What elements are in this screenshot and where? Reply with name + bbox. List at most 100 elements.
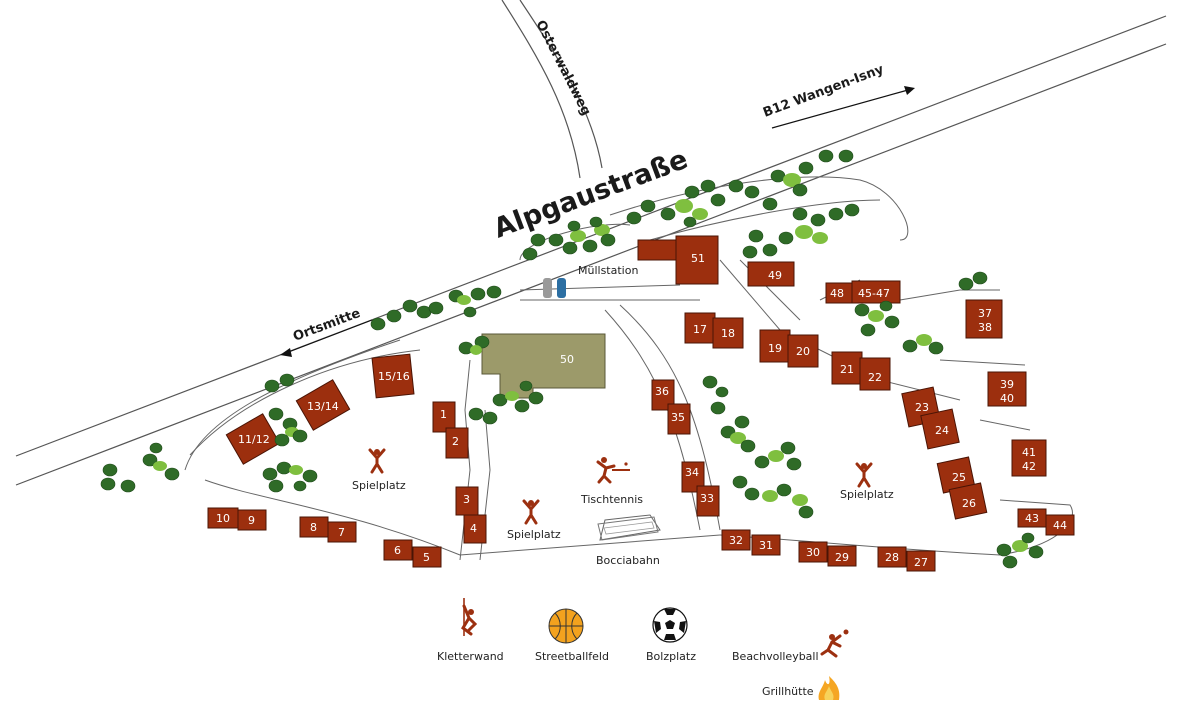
building-48[interactable]: 48 xyxy=(825,282,853,304)
tree-cluster-icon xyxy=(702,375,814,519)
tree-cluster-icon xyxy=(626,149,854,228)
building-11-12[interactable]: 11/12 xyxy=(225,413,281,465)
legend-kletterwand: Kletterwand xyxy=(437,650,504,663)
svg-text:45-47: 45-47 xyxy=(858,287,890,300)
tree-cluster-icon xyxy=(370,285,502,331)
svg-text:36: 36 xyxy=(655,385,669,398)
svg-text:40: 40 xyxy=(1000,392,1014,405)
building-2[interactable]: 2 xyxy=(445,427,469,459)
building-9[interactable]: 9 xyxy=(237,509,267,531)
building-39-40[interactable]: 39 40 xyxy=(987,371,1027,407)
tree-cluster-icon xyxy=(264,373,295,393)
building-51[interactable]: 51 xyxy=(637,235,719,285)
building-15-16[interactable]: 15/16 xyxy=(371,353,415,399)
tree-cluster-icon xyxy=(268,407,308,447)
svg-text:39: 39 xyxy=(1000,378,1014,391)
osterwaldweg-label: Osterwaldweg xyxy=(532,18,593,118)
tree-cluster-icon xyxy=(100,442,180,493)
building-8[interactable]: 8 xyxy=(299,516,329,538)
playground-icon xyxy=(855,462,873,488)
building-27[interactable]: 27 xyxy=(906,550,936,572)
legend-bolzplatz: Bolzplatz xyxy=(646,650,696,663)
building-45-47[interactable]: 45-47 xyxy=(851,280,901,304)
tree-cluster-icon xyxy=(458,335,490,355)
houses: 51 49 48 45-47 37 38 39 40 xyxy=(207,235,1075,572)
building-30[interactable]: 30 xyxy=(798,541,828,563)
boccia-court xyxy=(597,516,659,541)
building-29[interactable]: 29 xyxy=(827,545,857,567)
svg-text:4: 4 xyxy=(470,522,477,535)
svg-text:6: 6 xyxy=(394,544,401,557)
svg-text:35: 35 xyxy=(671,411,685,424)
building-41-42[interactable]: 41 42 xyxy=(1011,439,1047,477)
muellstation-label: Müllstation xyxy=(578,264,638,277)
building-33[interactable]: 33 xyxy=(696,485,720,517)
tree-cluster-icon xyxy=(262,461,318,493)
b12-direction-label: B12 Wangen-Isny xyxy=(761,62,886,121)
alpgaustrasse-road xyxy=(15,15,1167,486)
legend-grillhuette: Grillhütte xyxy=(762,685,814,698)
fire-icon xyxy=(818,676,840,700)
building-37-38[interactable]: 37 38 xyxy=(965,299,1003,339)
svg-text:29: 29 xyxy=(835,551,849,564)
building-20[interactable]: 20 xyxy=(787,334,819,368)
building-50[interactable]: 50 xyxy=(481,333,606,399)
svg-text:2: 2 xyxy=(452,435,459,448)
svg-text:34: 34 xyxy=(685,466,699,479)
building-21[interactable]: 21 xyxy=(831,351,863,385)
bocciabahn-label: Bocciabahn xyxy=(596,554,660,567)
building-3[interactable]: 3 xyxy=(455,486,479,516)
legend: Kletterwand Streetballfeld Bolzplatz Bea… xyxy=(437,598,849,700)
svg-text:20: 20 xyxy=(796,345,810,358)
building-13-14[interactable]: 13/14 xyxy=(295,379,351,431)
svg-text:9: 9 xyxy=(248,514,255,527)
building-19[interactable]: 19 xyxy=(759,329,791,363)
svg-text:33: 33 xyxy=(700,492,714,505)
building-22[interactable]: 22 xyxy=(859,357,891,391)
building-49[interactable]: 49 xyxy=(747,261,795,287)
soccer-ball-icon xyxy=(652,607,688,643)
svg-text:42: 42 xyxy=(1022,460,1036,473)
svg-text:28: 28 xyxy=(885,551,899,564)
legend-streetball: Streetballfeld xyxy=(535,650,609,663)
playground-icon xyxy=(368,448,386,474)
building-43[interactable]: 43 xyxy=(1017,508,1047,528)
building-10[interactable]: 10 xyxy=(207,507,239,529)
building-34[interactable]: 34 xyxy=(681,461,705,493)
building-25[interactable]: 25 xyxy=(936,456,976,494)
building-1[interactable]: 1 xyxy=(432,401,456,433)
parked-cars-icon xyxy=(543,278,566,298)
building-28[interactable]: 28 xyxy=(877,546,907,568)
svg-text:37: 37 xyxy=(978,307,992,320)
svg-text:18: 18 xyxy=(721,327,735,340)
beachvolleyball-icon xyxy=(820,629,849,658)
building-4[interactable]: 4 xyxy=(463,514,487,544)
svg-text:49: 49 xyxy=(768,269,782,282)
building-6[interactable]: 6 xyxy=(383,539,413,561)
table-tennis-icon xyxy=(596,457,630,484)
tree-cluster-icon xyxy=(742,203,860,259)
svg-text:19: 19 xyxy=(768,342,782,355)
building-31[interactable]: 31 xyxy=(751,534,781,556)
svg-text:38: 38 xyxy=(978,321,992,334)
building-18[interactable]: 18 xyxy=(712,317,744,349)
ortsmitte-arrow-icon xyxy=(280,319,373,357)
building-44[interactable]: 44 xyxy=(1045,514,1075,536)
building-5[interactable]: 5 xyxy=(412,546,442,568)
building-26[interactable]: 26 xyxy=(948,482,988,520)
building-7[interactable]: 7 xyxy=(327,521,357,543)
svg-text:8: 8 xyxy=(310,521,317,534)
tree-cluster-icon xyxy=(902,334,944,355)
building-36[interactable]: 36 xyxy=(651,379,675,411)
osterwaldweg-road xyxy=(501,0,603,179)
building-17[interactable]: 17 xyxy=(684,312,716,344)
building-24[interactable]: 24 xyxy=(920,408,960,450)
svg-text:30: 30 xyxy=(806,546,820,559)
climbing-wall-icon xyxy=(461,598,478,636)
svg-text:11/12: 11/12 xyxy=(238,433,270,446)
building-32[interactable]: 32 xyxy=(721,529,751,551)
spielplatz-label-right: Spielplatz xyxy=(840,488,894,501)
svg-text:44: 44 xyxy=(1053,519,1067,532)
svg-text:48: 48 xyxy=(830,287,844,300)
building-35[interactable]: 35 xyxy=(667,403,691,435)
